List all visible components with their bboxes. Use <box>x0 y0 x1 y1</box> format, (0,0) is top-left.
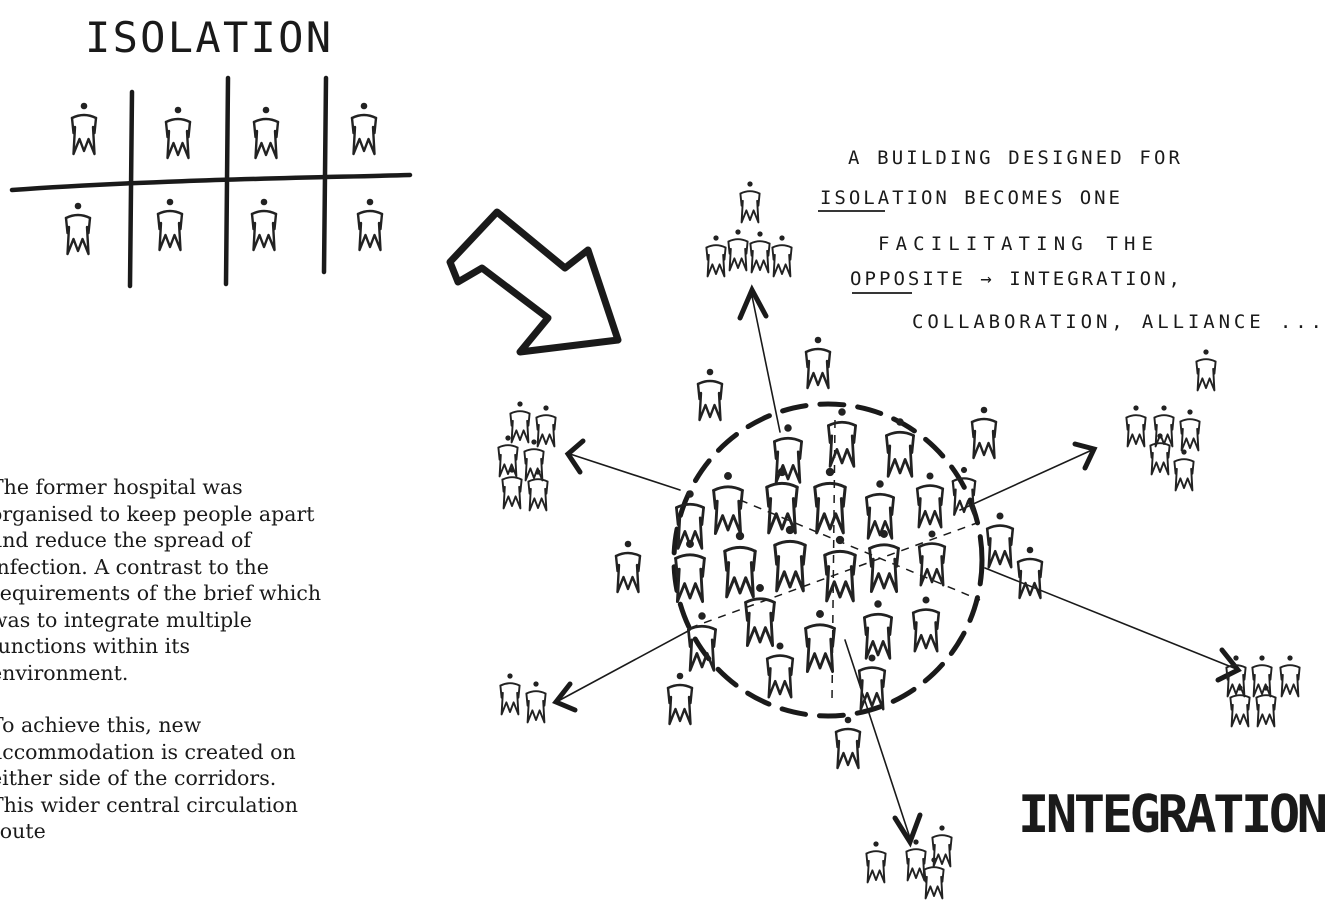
note-line-2: ISOLATION BECOMES ONE <box>820 187 1120 209</box>
handwritten-note: A BUILDING DESIGNED FOR ISOLATION BECOME… <box>818 147 1322 333</box>
isolation-grid <box>9 75 413 289</box>
body-text: The former hospital was organised to kee… <box>0 474 325 871</box>
note-line-3: FACILITATING THE <box>878 233 1153 255</box>
integration-people <box>614 335 1044 770</box>
note-line-5: COLLABORATION, ALLIANCE ... <box>912 311 1322 333</box>
transition-arrow <box>446 208 622 356</box>
note-line-4: OPPOSITE → INTEGRATION, <box>850 268 1180 290</box>
note-line-1: A BUILDING DESIGNED FOR <box>848 147 1181 169</box>
inner-dashes <box>689 419 986 701</box>
integration-circle <box>671 401 985 719</box>
outward-arrows <box>552 284 1242 848</box>
integration-title: INTEGRATION <box>1018 785 1328 845</box>
body-paragraph-2: To achieve this, new accommodation is cr… <box>0 713 298 843</box>
body-paragraph-1: The former hospital was organised to kee… <box>0 475 322 685</box>
isolation-title: ISOLATION <box>85 13 340 62</box>
